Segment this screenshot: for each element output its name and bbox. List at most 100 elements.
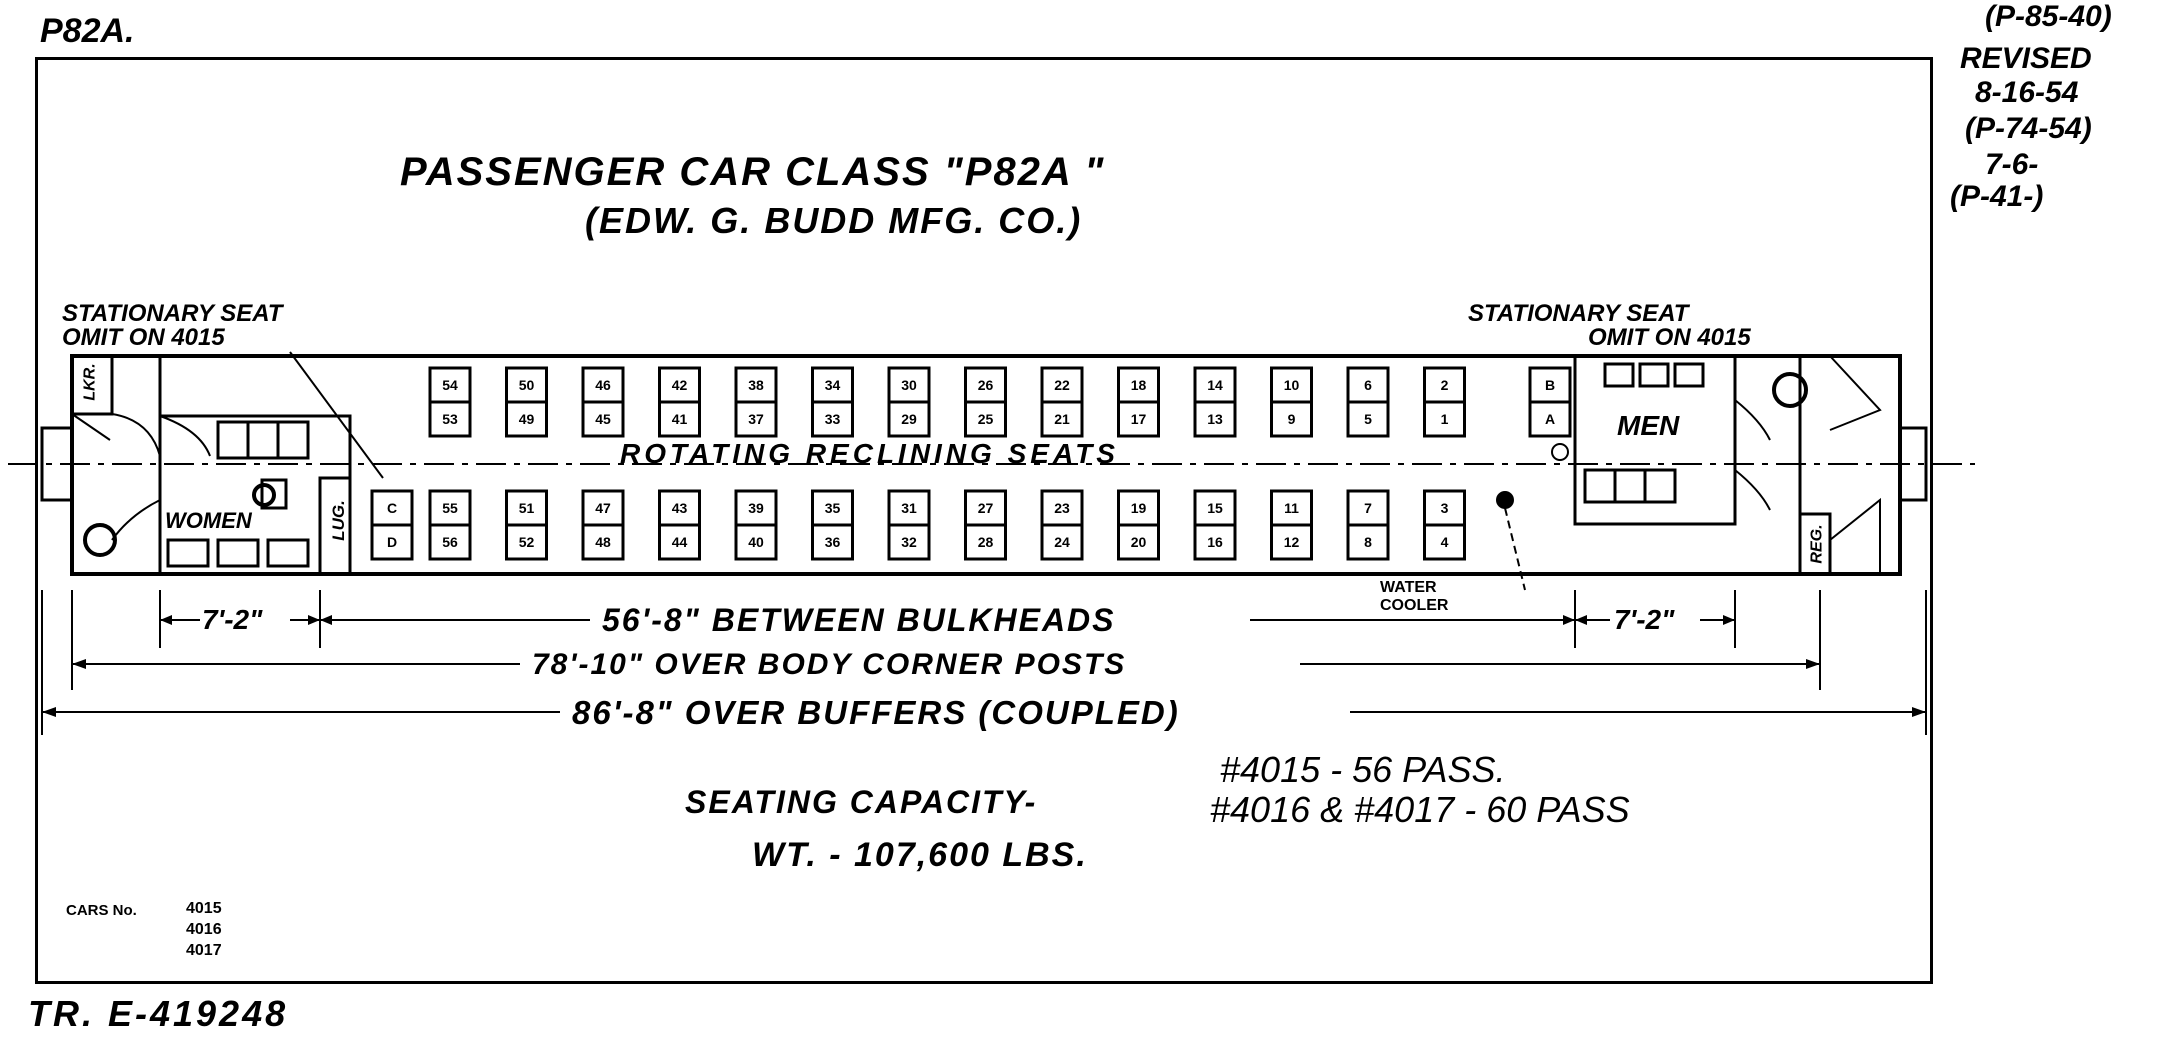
stationary-seat-number: C — [387, 500, 397, 516]
dim-left-section: 7'-2" — [202, 604, 263, 635]
seat — [1117, 523, 1160, 561]
dim-buffers: 86'-8" OVER BUFFERS (COUPLED) — [572, 694, 1180, 731]
seat — [811, 523, 854, 561]
stationary-seat-note-left: STATIONARY SEAT — [62, 300, 283, 327]
dim-corner-posts: 78'-10" OVER BODY CORNER POSTS — [532, 648, 1127, 681]
seat — [1193, 400, 1237, 438]
stationary-seat — [1528, 400, 1572, 438]
stationary-seat-number: D — [387, 534, 397, 550]
seat-number: 2 — [1441, 377, 1449, 393]
seat — [1346, 400, 1390, 438]
dim-bulkheads: 56'-8" BETWEEN BULKHEADS — [602, 602, 1116, 638]
reg-closet — [1798, 512, 1832, 576]
seat-number: 19 — [1131, 500, 1147, 516]
seat — [1270, 523, 1313, 561]
seat-number: 3 — [1441, 500, 1449, 516]
seat-number: 30 — [901, 377, 917, 393]
seat — [887, 523, 931, 561]
seat — [581, 523, 625, 561]
seat — [1193, 523, 1237, 561]
seat-number: 18 — [1131, 377, 1147, 393]
revision-line: 8-16-54 — [1975, 76, 2079, 109]
seat-number: 42 — [672, 377, 688, 393]
seat-number: 26 — [978, 377, 994, 393]
buffer-right — [1898, 426, 1928, 502]
seat-number: 15 — [1207, 500, 1223, 516]
seat-number: 29 — [901, 411, 917, 427]
revision-line: (P-74-54) — [1965, 112, 2092, 145]
seat — [1423, 523, 1466, 561]
lkr-closet — [70, 354, 114, 416]
seat-number: 39 — [748, 500, 764, 516]
stationary-seat-note-right-2: OMIT ON 4015 — [1588, 324, 1751, 351]
seat-number: 37 — [748, 411, 764, 427]
seat-number: 24 — [1054, 534, 1070, 550]
revision-line: REVISED — [1960, 42, 2092, 75]
seat-number: 56 — [442, 534, 458, 550]
seat-number: 32 — [901, 534, 917, 550]
seat — [581, 400, 625, 438]
seat-number: 35 — [825, 500, 841, 516]
lug-compartment — [318, 476, 352, 576]
drawing-frame — [35, 57, 1933, 984]
seat-number: 38 — [748, 377, 764, 393]
seat-number: 6 — [1364, 377, 1372, 393]
water-cooler-label-2: COOLER — [1380, 597, 1449, 614]
revision-line: 7-6- — [1985, 148, 2039, 181]
weight-label: WT. - 107,600 LBS. — [752, 836, 1088, 874]
drawing-subtitle: (EDW. G. BUDD MFG. CO.) — [585, 200, 1083, 241]
seat-number: 55 — [442, 500, 458, 516]
revision-line: (P-41-) — [1950, 180, 2044, 213]
seat-number: 23 — [1054, 500, 1070, 516]
seat — [1040, 400, 1084, 438]
seat — [658, 523, 701, 561]
seat — [428, 400, 472, 438]
seat — [734, 523, 778, 561]
seat-number: 49 — [519, 411, 535, 427]
lug-label: LUG. — [328, 500, 348, 541]
stationary-seat-note-left-2: OMIT ON 4015 — [62, 324, 225, 351]
seat — [1117, 400, 1160, 438]
seat-number: 16 — [1207, 534, 1223, 550]
seat-number: 10 — [1284, 377, 1300, 393]
seat-number: 53 — [442, 411, 458, 427]
seat — [811, 400, 854, 438]
drawing-title: PASSENGER CAR CLASS "P82A " — [400, 150, 1106, 194]
rotating-seats-label: ROTATING RECLINING SEATS — [620, 438, 1119, 469]
seat-number: 20 — [1131, 534, 1147, 550]
class-code: P82A. — [40, 12, 135, 50]
seat-number: 40 — [748, 534, 764, 550]
seat-number: 14 — [1207, 377, 1223, 393]
seat-number: 31 — [901, 500, 917, 516]
lkr-label: LKR. — [81, 363, 99, 401]
seat-number: 5 — [1364, 411, 1372, 427]
seat — [1423, 400, 1466, 438]
seat-number: 41 — [672, 411, 688, 427]
seat-number: 43 — [672, 500, 688, 516]
stationary-seat-number: B — [1545, 377, 1555, 393]
seat — [428, 523, 472, 561]
car-number: 4016 — [186, 921, 222, 938]
seat-number: 25 — [978, 411, 994, 427]
buffer-left — [40, 426, 74, 502]
seat-number: 44 — [672, 534, 688, 550]
seat-number: 17 — [1131, 411, 1147, 427]
water-cooler — [1496, 491, 1514, 509]
seat-number: 36 — [825, 534, 841, 550]
seat-number: 27 — [978, 500, 994, 516]
seat-number: 1 — [1441, 411, 1449, 427]
toilet-left — [83, 523, 117, 557]
capacity-line-2: #4016 & #4017 - 60 PASS — [1210, 789, 1630, 830]
men-room — [1573, 354, 1737, 526]
toilet-right — [1772, 372, 1808, 408]
dim-right-section: 7'-2" — [1614, 604, 1675, 635]
seat-number: 54 — [442, 377, 458, 393]
stationary-seat-number: A — [1545, 411, 1555, 427]
revision-line: (P-85-40) — [1985, 0, 2112, 33]
seat-number: 50 — [519, 377, 535, 393]
capacity-line-1: #4015 - 56 PASS. — [1220, 749, 1506, 790]
seat-number: 8 — [1364, 534, 1372, 550]
seat — [964, 400, 1007, 438]
